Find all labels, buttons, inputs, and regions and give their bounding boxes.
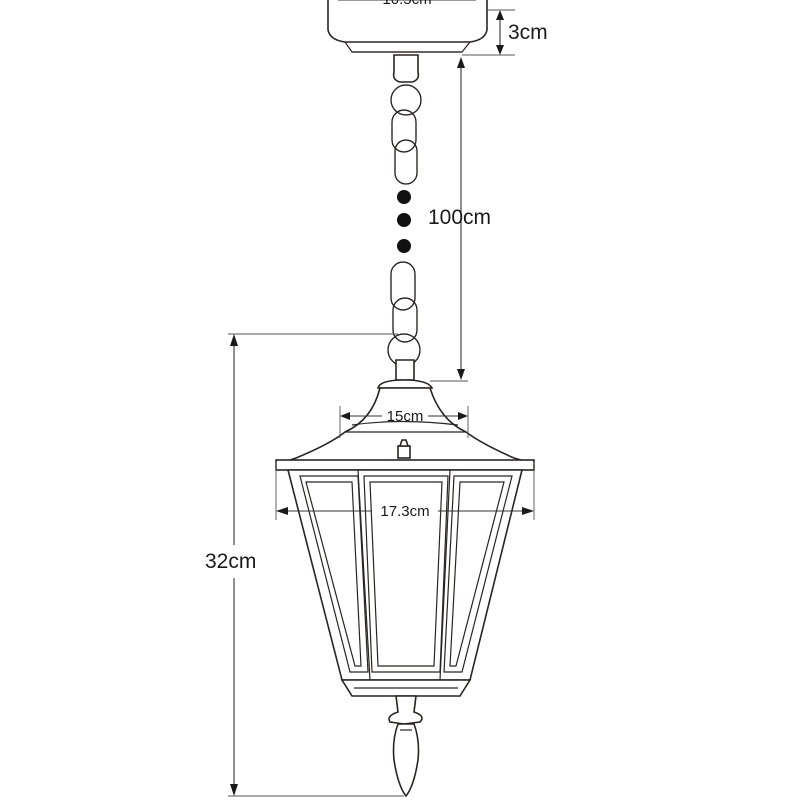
continuation-dot xyxy=(397,213,411,227)
lantern-height-label: 32cm xyxy=(205,550,256,573)
top-cap-width-dimension: 15cm xyxy=(339,406,469,438)
ceiling-canopy: 10.5cm xyxy=(327,0,488,53)
chain-length-dimension: 100cm xyxy=(428,57,491,382)
lantern-height-dimension: 32cm xyxy=(205,333,404,797)
continuation-dot xyxy=(397,239,411,253)
canopy-height-dimension: 3cm xyxy=(462,9,548,56)
body-width-dimension: 17.3cm xyxy=(275,462,535,520)
canopy-height-label: 3cm xyxy=(508,21,548,44)
continuation-dot xyxy=(397,190,411,204)
top-cap-width-label: 15cm xyxy=(387,408,424,425)
body-width-label: 17.3cm xyxy=(380,503,429,520)
canopy-width-label: 10.5cm xyxy=(382,0,431,8)
chain xyxy=(387,54,422,367)
chain-length-label: 100cm xyxy=(428,206,491,229)
lantern xyxy=(275,359,535,798)
